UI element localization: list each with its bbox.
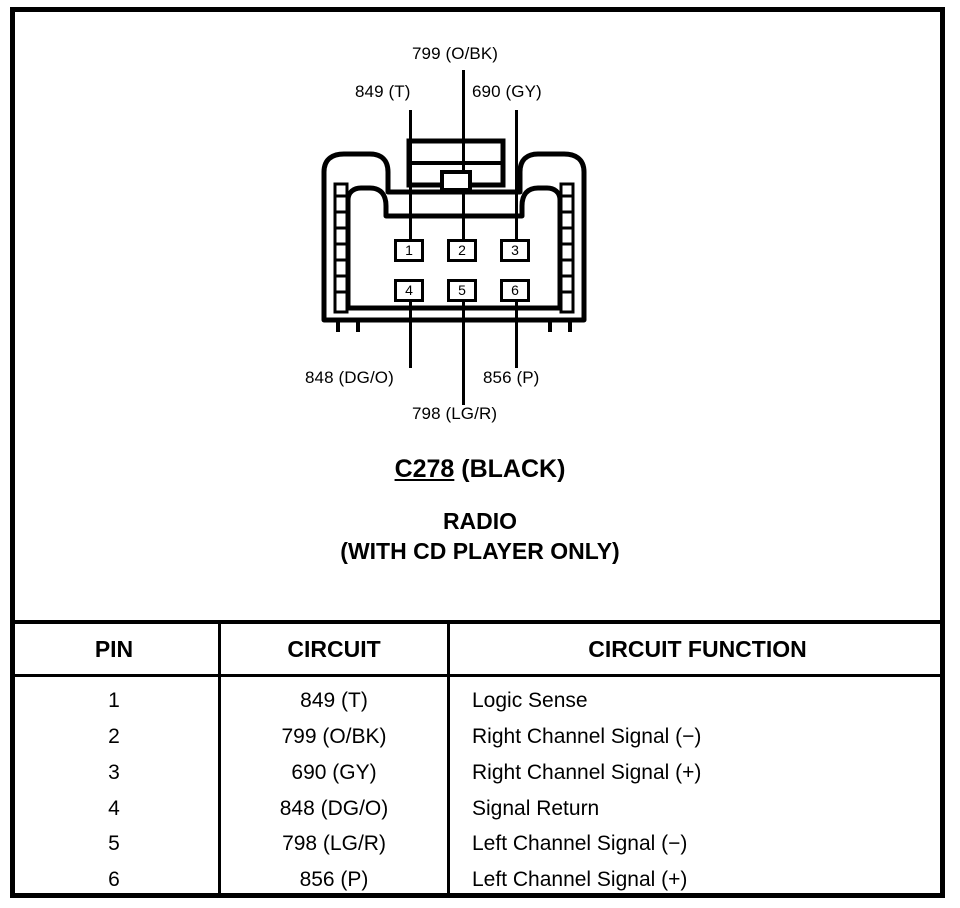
leader-line-pin-3 bbox=[515, 110, 518, 248]
cell-pin: 5 bbox=[108, 832, 120, 856]
cell-function: Logic Sense bbox=[472, 689, 588, 713]
callout-label-pin-2: 799 (O/BK) bbox=[412, 44, 499, 63]
pin-box-3[interactable]: 3 bbox=[500, 239, 530, 262]
pin-box-2[interactable]: 2 bbox=[447, 239, 477, 262]
cell-circuit: 856 (P) bbox=[218, 862, 450, 898]
pin-box-4[interactable]: 4 bbox=[394, 279, 424, 302]
leader-line-pin-6 bbox=[515, 300, 518, 368]
device-name: RADIO bbox=[442, 508, 518, 534]
pin-box-1[interactable]: 1 bbox=[394, 239, 424, 262]
cell-circuit: 690 (GY) bbox=[218, 754, 450, 791]
callout-label-pin-5: 798 (LG/R) bbox=[412, 404, 498, 423]
cell-function: Signal Return bbox=[472, 796, 600, 820]
connector-id: C278 bbox=[394, 455, 455, 483]
cell-pin: 2 bbox=[108, 725, 120, 749]
cell-pin: 6 bbox=[108, 868, 120, 892]
column-header-circuit-function: CIRCUIT FUNCTION bbox=[448, 620, 945, 677]
cell-circuit: 799 (O/BK) bbox=[218, 719, 450, 755]
cell-circuit: 798 (LG/R) bbox=[218, 826, 450, 863]
cell-function: Left Channel Signal (+) bbox=[472, 868, 688, 892]
cell-circuit: 848 (DG/O) bbox=[218, 790, 450, 827]
table-row: 1 849 (T) Logic Sense bbox=[10, 675, 945, 720]
cell-function: Left Channel Signal (−) bbox=[472, 832, 688, 856]
callout-label-pin-3: 690 (GY) bbox=[472, 82, 542, 101]
cell-circuit: 849 (T) bbox=[218, 675, 450, 720]
cell-pin: 1 bbox=[108, 689, 120, 713]
cell-pin: 3 bbox=[108, 760, 120, 784]
callout-label-pin-4: 848 (DG/O) bbox=[305, 368, 394, 387]
connector-latch-tab bbox=[406, 138, 506, 190]
table-row: 5 798 (LG/R) Left Channel Signal (−) bbox=[10, 826, 945, 863]
table-row: 4 848 (DG/O) Signal Return bbox=[10, 790, 945, 827]
connector-outline bbox=[321, 151, 587, 332]
connector-title: C278 (BLACK) bbox=[0, 455, 960, 484]
cell-pin: 4 bbox=[108, 796, 120, 820]
cell-function: Right Channel Signal (−) bbox=[472, 725, 702, 749]
leader-line-pin-2 bbox=[462, 70, 465, 248]
table-row: 3 690 (GY) Right Channel Signal (+) bbox=[10, 754, 945, 791]
callout-label-pin-1: 849 (T) bbox=[355, 82, 411, 101]
table-header-row: PIN CIRCUIT CIRCUIT FUNCTION bbox=[10, 620, 945, 677]
table-row: 6 856 (P) Left Channel Signal (+) bbox=[10, 862, 945, 898]
table-row: 2 799 (O/BK) Right Channel Signal (−) bbox=[10, 719, 945, 755]
callout-label-pin-6: 856 (P) bbox=[483, 368, 540, 387]
connector-color: (BLACK) bbox=[461, 455, 566, 483]
pinout-table: PIN CIRCUIT CIRCUIT FUNCTION 1 849 (T) L… bbox=[10, 620, 945, 898]
pin-box-5[interactable]: 5 bbox=[447, 279, 477, 302]
cell-function: Right Channel Signal (+) bbox=[472, 760, 702, 784]
column-header-circuit: CIRCUIT bbox=[219, 620, 450, 677]
page-border bbox=[10, 7, 945, 898]
pin-box-6[interactable]: 6 bbox=[500, 279, 530, 302]
connector-diagram: 849 (T) 799 (O/BK) 690 (GY) bbox=[0, 44, 960, 564]
column-header-pin: PIN bbox=[10, 620, 221, 677]
leader-line-pin-5 bbox=[462, 300, 465, 405]
device-note: (WITH CD PLAYER ONLY) bbox=[340, 538, 620, 564]
connector-housing bbox=[318, 138, 590, 333]
leader-line-pin-4 bbox=[409, 300, 412, 368]
